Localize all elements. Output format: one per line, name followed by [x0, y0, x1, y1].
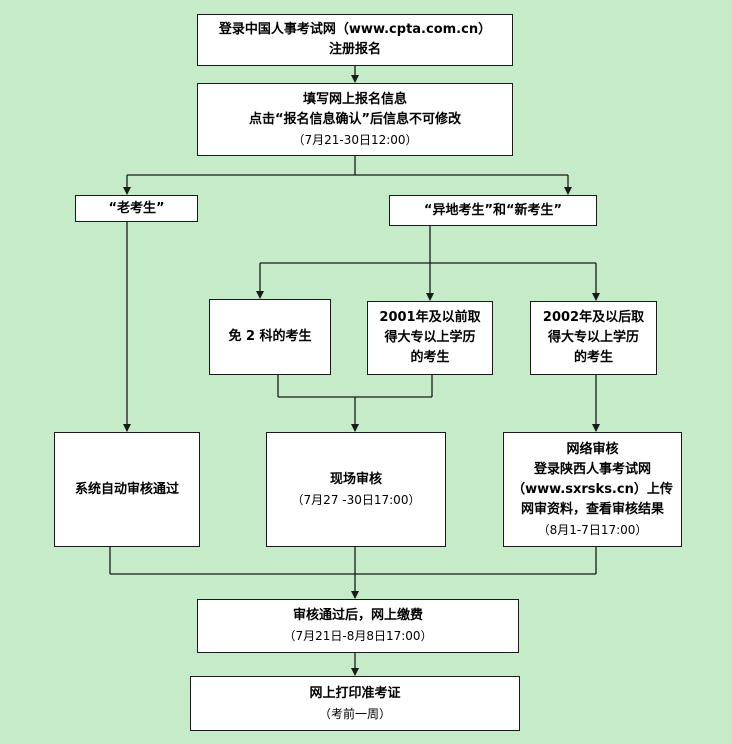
- onsite-review-date: （7月27 -30日17:00）: [291, 492, 421, 507]
- print-ticket-title: 网上打印准考证: [309, 685, 401, 701]
- after-2002-line-2: 得大专以上学历: [547, 330, 639, 345]
- print-ticket-note: （考前一周）: [318, 706, 391, 721]
- onsite-review-box: 现场审核 （7月27 -30日17:00）: [266, 432, 446, 547]
- old-candidate-label: “老考生”: [108, 200, 165, 216]
- before-2001-box: 2001年及以前取 得大专以上学历 的考生: [367, 301, 493, 375]
- register-line-2: 注册报名: [328, 42, 381, 57]
- after-2002-box: 2002年及以后取 得大专以上学历 的考生: [530, 301, 657, 375]
- online-review-line-2: 登录陕西人事考试网: [533, 461, 651, 477]
- payment-title: 审核通过后，网上缴费: [292, 608, 423, 623]
- before-2001-line-1: 2001年及以前取: [379, 310, 481, 325]
- fill-info-line-1: 填写网上报名信息: [302, 91, 407, 107]
- fill-info-date: （7月21-30日12:00）: [292, 132, 418, 147]
- auto-review-label: 系统自动审核通过: [74, 481, 179, 497]
- before-2001-line-3: 的考生: [410, 350, 450, 365]
- exempt-two-label: 免 2 科的考生: [228, 329, 312, 344]
- online-review-box: 网络审核 登录陕西人事考试网 （www.sxrsks.cn）上传 网审资料，查看…: [503, 432, 682, 547]
- print-ticket-box: 网上打印准考证 （考前一周）: [190, 676, 520, 731]
- before-2001-line-2: 得大专以上学历: [384, 330, 476, 345]
- other-candidate-label: “异地考生”和“新考生”: [423, 202, 563, 218]
- other-candidate-box: “异地考生”和“新考生”: [389, 195, 597, 226]
- online-review-title: 网络审核: [566, 441, 619, 457]
- fill-info-box: 填写网上报名信息 点击“报名信息确认”后信息不可修改 （7月21-30日12:0…: [197, 83, 513, 156]
- payment-box: 审核通过后，网上缴费 （7月21日-8月8日17:00）: [197, 599, 519, 653]
- auto-review-box: 系统自动审核通过: [54, 432, 200, 547]
- register-line-1: 登录中国人事考试网（www.cpta.com.cn）: [218, 22, 492, 37]
- after-2002-line-1: 2002年及以后取: [542, 310, 645, 325]
- after-2002-line-3: 的考生: [573, 350, 613, 365]
- old-candidate-box: “老考生”: [75, 195, 198, 222]
- online-review-line-4: 网审资料，查看审核结果: [520, 501, 664, 517]
- onsite-review-title: 现场审核: [329, 471, 382, 487]
- online-review-date: （8月1-7日17:00）: [537, 522, 648, 537]
- payment-date: （7月21日-8月8日17:00）: [283, 629, 433, 643]
- online-review-line-3: （www.sxrsks.cn）上传: [512, 481, 673, 497]
- exempt-two-box: 免 2 科的考生: [209, 299, 331, 375]
- register-box: 登录中国人事考试网（www.cpta.com.cn） 注册报名: [197, 14, 513, 66]
- fill-info-line-2: 点击“报名信息确认”后信息不可修改: [248, 111, 462, 127]
